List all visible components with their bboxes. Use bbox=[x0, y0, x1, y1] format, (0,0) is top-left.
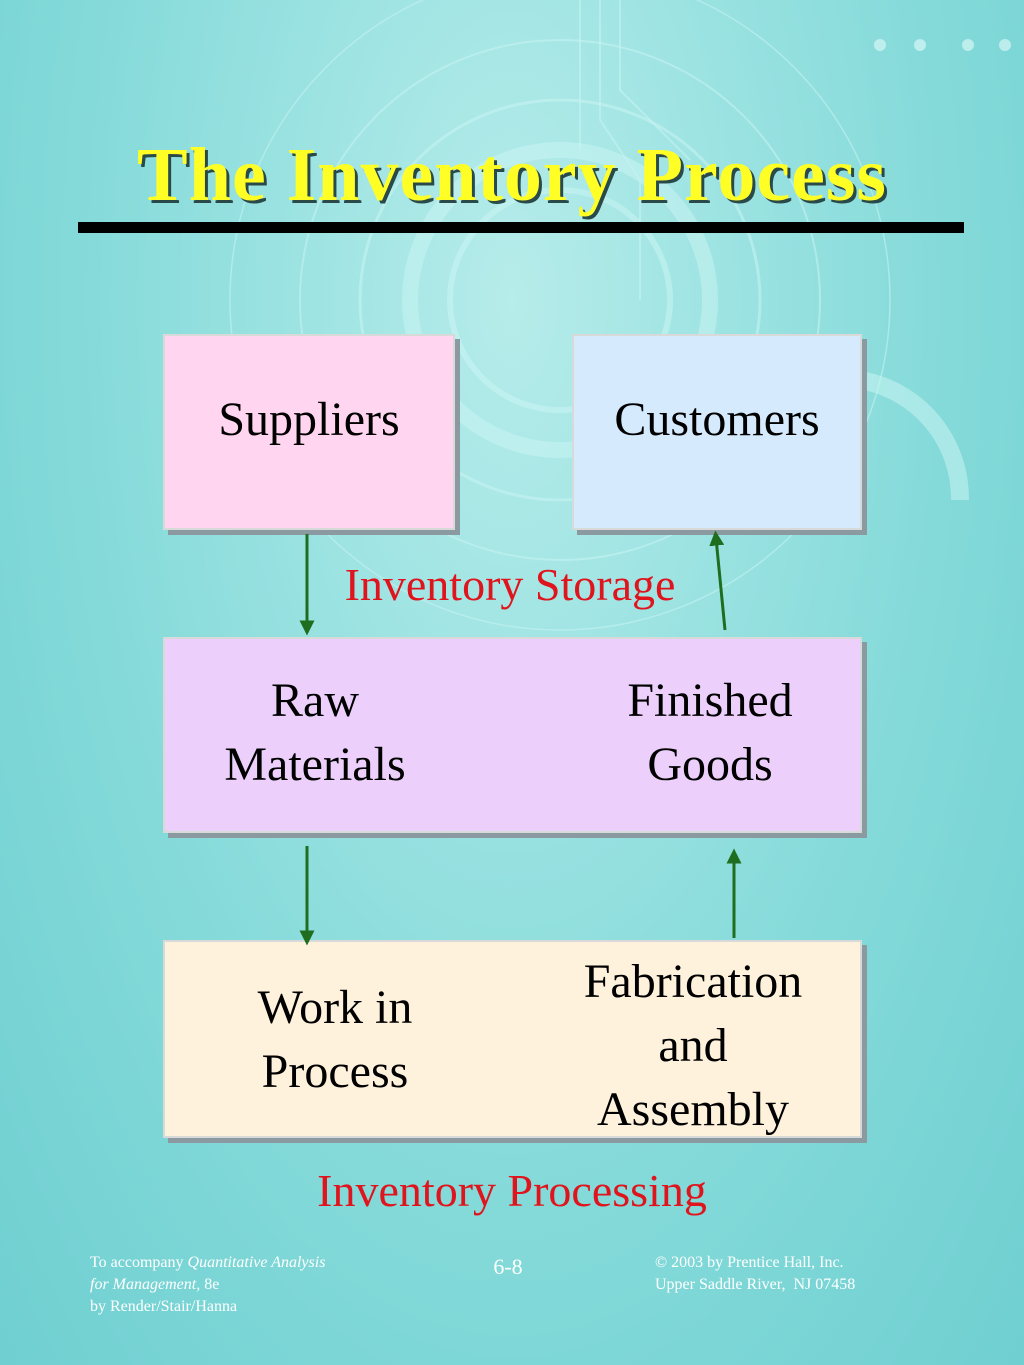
work-in-process-line-1: Work in bbox=[257, 981, 413, 1034]
fabrication-assembly-label: Fabrication and Assembly bbox=[565, 950, 821, 1142]
work-in-process-line-2: Process bbox=[261, 1045, 409, 1098]
title-underline bbox=[78, 222, 964, 233]
footer-left: To accompany Quantitative Analysis for M… bbox=[90, 1252, 410, 1318]
finished-goods-label: Finished Goods bbox=[595, 669, 825, 797]
suppliers-box: Suppliers bbox=[163, 334, 455, 530]
footer-authors: by Render/Stair/Hanna bbox=[90, 1298, 238, 1315]
footer-edition: 8e bbox=[200, 1276, 220, 1293]
suppliers-label: Suppliers bbox=[218, 393, 400, 446]
page-number: 6-8 bbox=[493, 1254, 523, 1279]
copyright-line: © 2003 by Prentice Hall, Inc. bbox=[655, 1254, 844, 1271]
finished-goods-line-2: Goods bbox=[647, 738, 773, 791]
fabrication-line-1: Fabrication bbox=[583, 955, 803, 1008]
inventory-processing-box: Work in Process Fabrication and Assembly bbox=[163, 940, 862, 1138]
footer-book-title: Quantitative Analysis bbox=[187, 1254, 326, 1271]
publisher-address: Upper Saddle River, NJ 07458 bbox=[655, 1276, 856, 1293]
finished-goods-line-1: Finished bbox=[627, 674, 793, 727]
inventory-processing-label: Inventory Processing bbox=[317, 1165, 707, 1216]
inventory-storage-box: Raw Materials Finished Goods bbox=[163, 637, 862, 833]
customers-box: Customers bbox=[572, 334, 862, 530]
raw-materials-line-2: Materials bbox=[224, 738, 406, 791]
footer-left-line-2: for Management, 8e bbox=[90, 1274, 410, 1296]
work-in-process-label: Work in Process bbox=[220, 976, 450, 1104]
fabrication-line-3: Assembly bbox=[597, 1083, 789, 1136]
customers-label: Customers bbox=[614, 393, 820, 446]
raw-materials-label: Raw Materials bbox=[195, 669, 435, 797]
footer-prefix: To accompany bbox=[90, 1254, 188, 1271]
arrow-finished-to-customers bbox=[709, 530, 727, 631]
raw-materials-line-1: Raw bbox=[271, 674, 359, 727]
slide-title: The Inventory Process bbox=[137, 133, 887, 217]
footer-left-line-1: To accompany Quantitative Analysis bbox=[90, 1252, 410, 1274]
footer-right: © 2003 by Prentice Hall, Inc. Upper Sadd… bbox=[655, 1252, 955, 1296]
fabrication-line-2: and bbox=[658, 1019, 728, 1072]
inventory-storage-label: Inventory Storage bbox=[344, 559, 676, 610]
footer-book-title-2: for Management, bbox=[90, 1276, 201, 1293]
